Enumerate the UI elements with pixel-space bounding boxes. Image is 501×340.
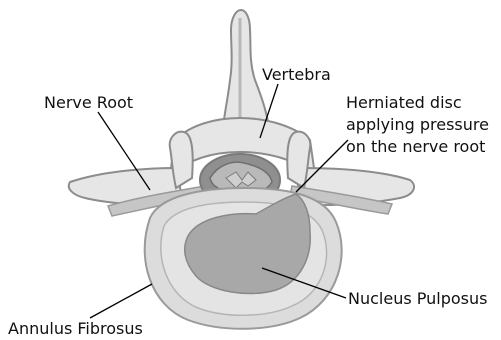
nucleus-pulposus-label: Nucleus Pulposus [348, 289, 487, 308]
herniated-disc-label-line2: applying pressure [346, 115, 489, 134]
nerve-root-label: Nerve Root [44, 93, 133, 112]
herniated-disc-label-line3: on the nerve root [346, 137, 485, 156]
vertebra-label: Vertebra [262, 65, 331, 84]
annulus-leader-line [90, 284, 152, 318]
herniated-disc-label-line1: Herniated disc [346, 93, 462, 112]
annulus-fibrosus-label: Annulus Fibrosus [8, 319, 143, 338]
